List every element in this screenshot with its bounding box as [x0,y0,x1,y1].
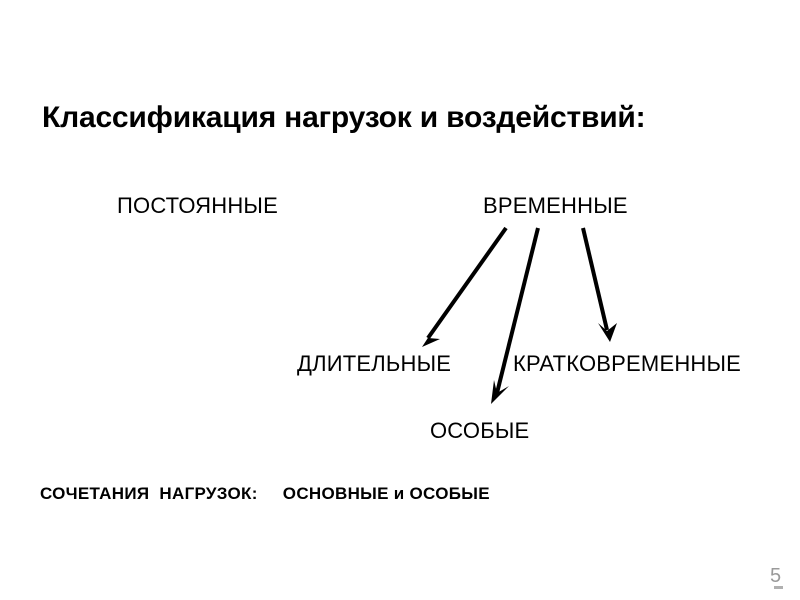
diagram-node-kratkovremennye: КРАТКОВРЕМЕННЫЕ [513,351,742,376]
diagram-node-vremennye: ВРЕМЕННЫЕ [483,193,628,218]
footer-note: СОЧЕТАНИЯ НАГРУЗОК: ОСНОВНЫЕ и ОСОБЫЕ [40,484,490,503]
arrow-vremennye-to-dlitelnye [422,226,508,347]
page-number: 5 [770,565,782,587]
arrow-vremennye-to-kratkovremennye [581,227,617,342]
page-number-underline [774,586,783,589]
arrow-vremennye-to-osobye [491,227,540,404]
diagram-node-postoyannye: ПОСТОЯННЫЕ [117,193,278,218]
page-title: Классификация нагрузок и воздействий: [42,101,646,134]
diagram-node-dlitelnye: ДЛИТЕЛЬНЫЕ [297,351,452,376]
diagram-node-osobye: ОСОБЫЕ [430,418,530,443]
